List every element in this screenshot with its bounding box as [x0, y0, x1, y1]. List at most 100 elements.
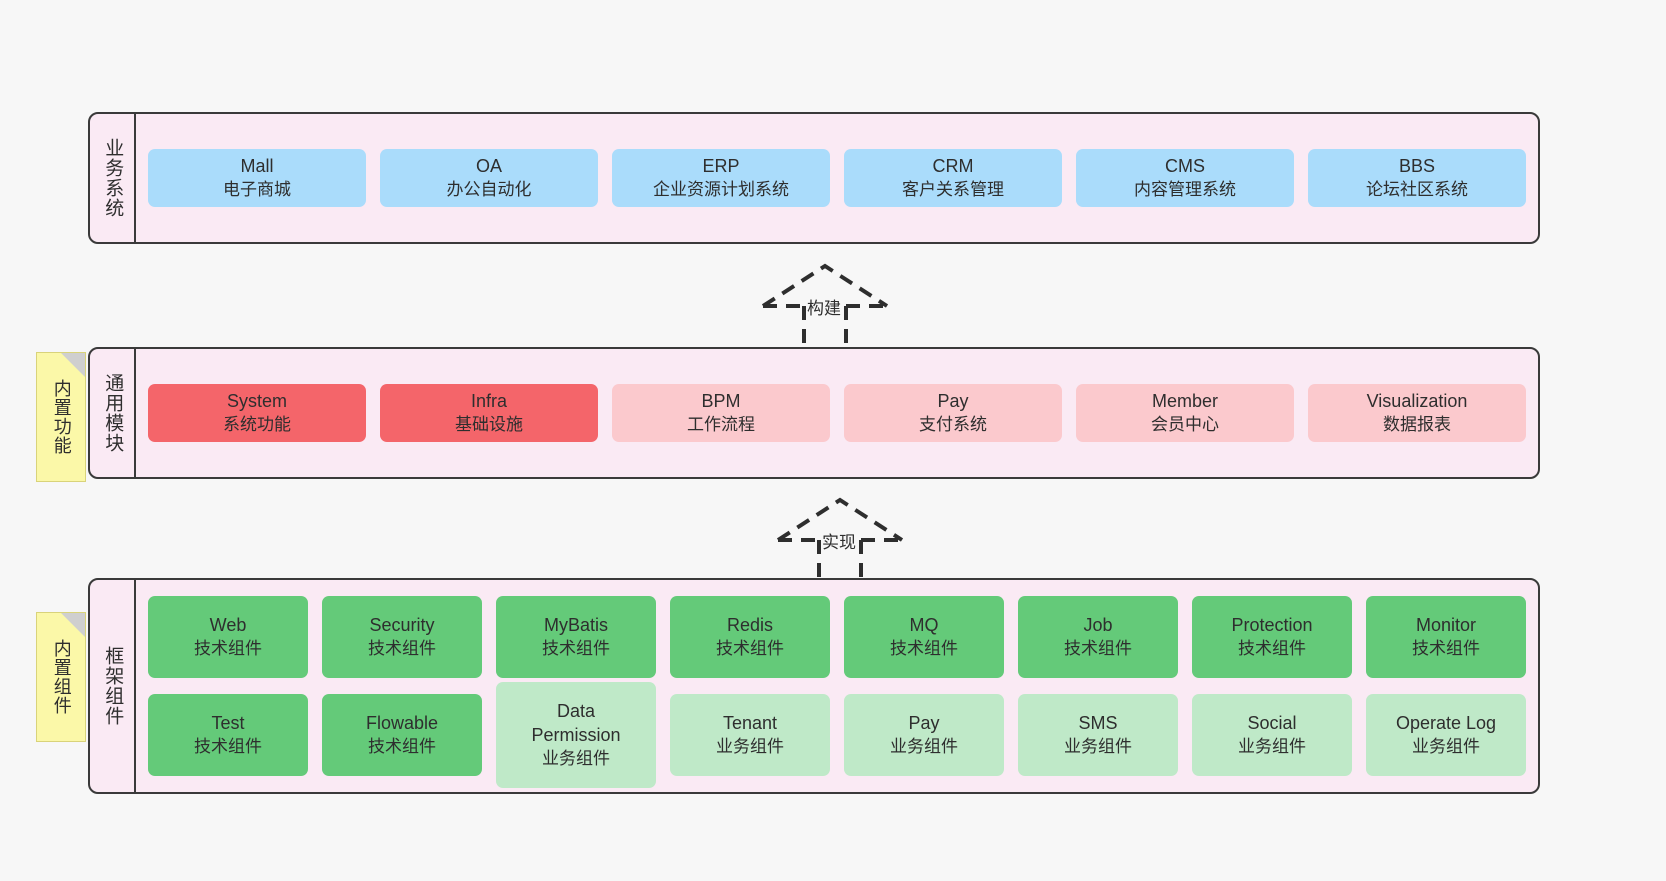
card-row: System 系统功能 Infra 基础设施 BPM 工作流程 Pay 支付系统…	[148, 383, 1526, 443]
card-title: Social	[1247, 712, 1297, 733]
card-subtitle: 业务组件	[1064, 736, 1132, 756]
card-subtitle: 基础设施	[455, 414, 523, 434]
card-subtitle: 工作流程	[687, 414, 755, 434]
card-title: Tenant	[722, 712, 778, 733]
card-subtitle: 技术组件	[368, 638, 436, 658]
card-job[interactable]: Job 技术组件	[1018, 596, 1178, 678]
connector-build: 构建	[745, 258, 925, 358]
layer-business-system: 业务系统 Mall 电子商城 OA 办公自动化 ERP 企业资源计划系统 CRM…	[88, 112, 1540, 244]
card-subtitle: 数据报表	[1383, 414, 1451, 434]
note-fold-corner-icon	[61, 613, 85, 637]
layer-title-business-system: 业务系统	[90, 114, 136, 242]
card-subtitle: 办公自动化	[446, 179, 532, 199]
card-subtitle: 论坛社区系统	[1366, 179, 1468, 199]
card-row: Mall 电子商城 OA 办公自动化 ERP 企业资源计划系统 CRM 客户关系…	[148, 148, 1526, 208]
layer-title-framework-component: 框架组件	[90, 580, 136, 792]
layer-framework-component: 框架组件 Web 技术组件 Security 技术组件 MyBatis 技术组件…	[88, 578, 1540, 794]
generalization-arrow-icon	[761, 263, 889, 354]
card-social[interactable]: Social 业务组件	[1192, 694, 1352, 776]
card-subtitle: 系统功能	[223, 414, 291, 434]
card-test[interactable]: Test 技术组件	[148, 694, 308, 776]
card-mybatis[interactable]: MyBatis 技术组件	[496, 596, 656, 678]
card-title: CRM	[932, 155, 974, 176]
card-mq[interactable]: MQ 技术组件	[844, 596, 1004, 678]
card-pay-component[interactable]: Pay 业务组件	[844, 694, 1004, 776]
card-redis[interactable]: Redis 技术组件	[670, 596, 830, 678]
layer-title-common-module: 通用模块	[90, 349, 136, 477]
card-crm[interactable]: CRM 客户关系管理	[844, 148, 1062, 208]
note-builtin-feature: 内置功能	[36, 352, 86, 482]
generalization-arrow-icon	[776, 497, 904, 588]
card-title: Monitor	[1415, 614, 1477, 635]
card-visualization[interactable]: Visualization 数据报表	[1308, 383, 1526, 443]
card-web[interactable]: Web 技术组件	[148, 596, 308, 678]
card-security[interactable]: Security 技术组件	[322, 596, 482, 678]
card-row: Test 技术组件 Flowable 技术组件 Data Permission …	[148, 682, 1526, 788]
card-member[interactable]: Member 会员中心	[1076, 383, 1294, 443]
card-row: Web 技术组件 Security 技术组件 MyBatis 技术组件 Redi…	[148, 596, 1526, 678]
card-system[interactable]: System 系统功能	[148, 383, 366, 443]
layer-body-common-module: System 系统功能 Infra 基础设施 BPM 工作流程 Pay 支付系统…	[136, 349, 1538, 477]
card-subtitle: 业务组件	[890, 736, 958, 756]
card-title: Test	[211, 712, 245, 733]
card-subtitle: 电子商城	[223, 179, 291, 199]
card-infra[interactable]: Infra 基础设施	[380, 383, 598, 443]
connector-implement-label: 实现	[822, 533, 856, 552]
card-subtitle: 技术组件	[542, 638, 610, 658]
card-subtitle: 技术组件	[368, 736, 436, 756]
card-title: Job	[1083, 614, 1113, 635]
card-title: ERP	[702, 155, 740, 176]
card-title: BPM	[701, 390, 741, 411]
card-protection[interactable]: Protection 技术组件	[1192, 596, 1352, 678]
card-title: Flowable	[365, 712, 439, 733]
card-subtitle: 技术组件	[1238, 638, 1306, 658]
card-cms[interactable]: CMS 内容管理系统	[1076, 148, 1294, 208]
card-subtitle: 支付系统	[919, 414, 987, 434]
card-operate-log[interactable]: Operate Log 业务组件	[1366, 694, 1526, 776]
card-subtitle: 业务组件	[542, 748, 610, 768]
card-title: Pay	[908, 712, 940, 733]
card-title: Web	[209, 614, 247, 635]
note-label: 内置功能	[51, 379, 72, 455]
card-subtitle: 业务组件	[1238, 736, 1306, 756]
card-subtitle: 技术组件	[194, 736, 262, 756]
card-subtitle: 企业资源计划系统	[653, 179, 789, 199]
card-title: MQ	[909, 614, 939, 635]
card-title: BBS	[1398, 155, 1436, 176]
card-sms[interactable]: SMS 业务组件	[1018, 694, 1178, 776]
card-title: Operate Log	[1395, 712, 1497, 733]
note-label: 内置组件	[51, 639, 72, 715]
card-subtitle: 技术组件	[716, 638, 784, 658]
card-subtitle: 业务组件	[1412, 736, 1480, 756]
card-pay[interactable]: Pay 支付系统	[844, 383, 1062, 443]
layer-body-business-system: Mall 电子商城 OA 办公自动化 ERP 企业资源计划系统 CRM 客户关系…	[136, 114, 1538, 242]
note-builtin-component: 内置组件	[36, 612, 86, 742]
card-erp[interactable]: ERP 企业资源计划系统	[612, 148, 830, 208]
card-title: OA	[475, 155, 502, 176]
card-data-permission[interactable]: Data Permission 业务组件	[496, 682, 656, 788]
card-title: Protection	[1231, 614, 1313, 635]
card-oa[interactable]: OA 办公自动化	[380, 148, 598, 208]
card-title: Visualization	[1366, 390, 1468, 411]
card-title: CMS	[1165, 155, 1205, 176]
card-subtitle: 业务组件	[716, 736, 784, 756]
card-monitor[interactable]: Monitor 技术组件	[1366, 596, 1526, 678]
card-mall[interactable]: Mall 电子商城	[148, 148, 366, 208]
card-title: Data Permission	[531, 701, 621, 745]
connector-implement: 实现	[760, 492, 940, 592]
card-bbs[interactable]: BBS 论坛社区系统	[1308, 148, 1526, 208]
card-subtitle: 会员中心	[1151, 414, 1219, 434]
card-subtitle: 技术组件	[194, 638, 262, 658]
card-title: Security	[369, 614, 435, 635]
card-subtitle: 客户关系管理	[902, 179, 1004, 199]
card-title: SMS	[1078, 712, 1118, 733]
card-flowable[interactable]: Flowable 技术组件	[322, 694, 482, 776]
card-bpm[interactable]: BPM 工作流程	[612, 383, 830, 443]
card-title: System	[226, 390, 287, 411]
layer-common-module: 通用模块 System 系统功能 Infra 基础设施 BPM 工作流程 Pay…	[88, 347, 1540, 479]
note-fold-corner-icon	[61, 353, 85, 377]
card-title: Infra	[470, 390, 508, 411]
card-tenant[interactable]: Tenant 业务组件	[670, 694, 830, 776]
card-subtitle: 技术组件	[890, 638, 958, 658]
